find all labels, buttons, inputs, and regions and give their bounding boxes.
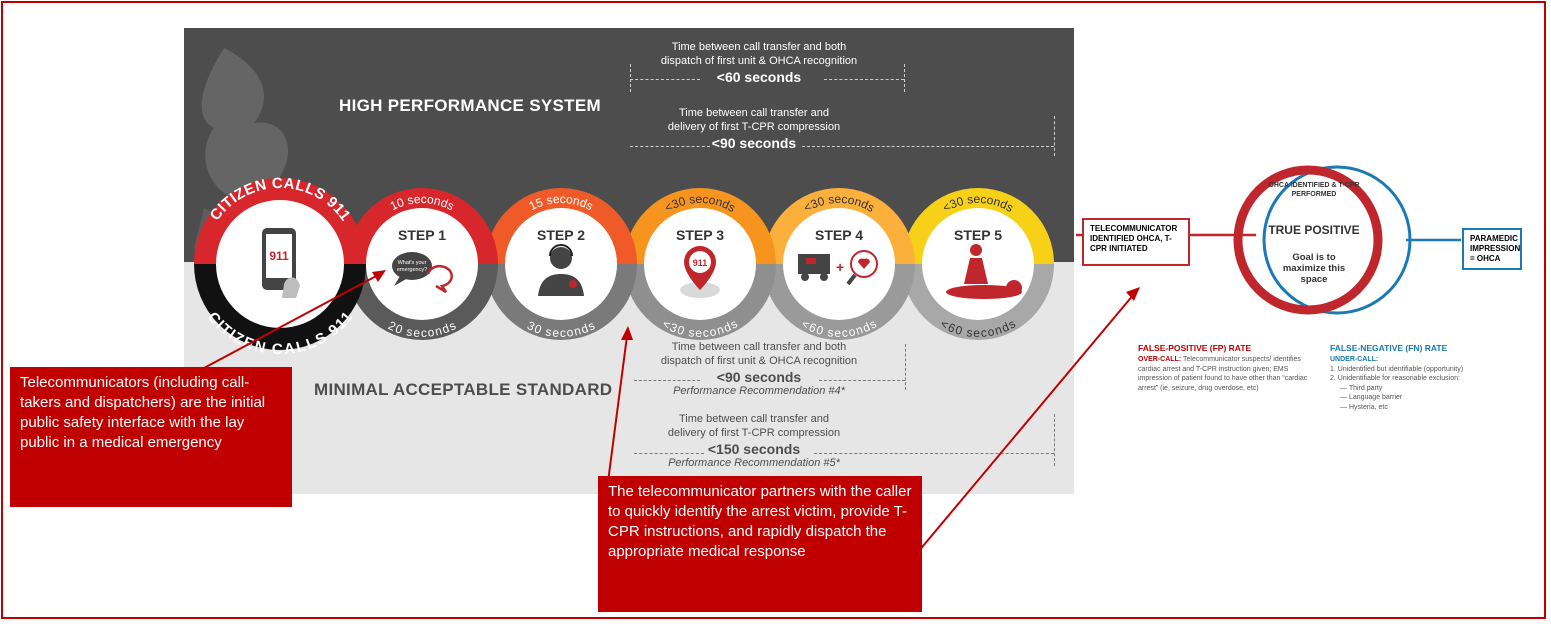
dash-tick [904, 64, 905, 92]
step-3-circle: <30 seconds <30 seconds STEP 3 911 [624, 188, 776, 340]
dash-tick [630, 64, 631, 92]
dash-tick [905, 344, 906, 390]
top-metric-recognition: Time between call transfer and both disp… [624, 40, 894, 84]
metric-line-1: Time between call transfer and both [671, 341, 847, 353]
partnership-callout: The telecommunicator partners with the c… [598, 476, 922, 612]
venn-center-top: OHCA IDENTIFIED & T-CPR PERFORMED [1268, 182, 1360, 198]
metric-line-2: delivery of first T-CPR compression [667, 427, 841, 439]
dash-line [634, 380, 700, 381]
speech-bubble-icon: What's your emergency? [392, 252, 453, 294]
high-performance-title: HIGH PERFORMANCE SYSTEM [339, 96, 601, 115]
paramedic-box: PARAMEDIC IMPRESSION = OHCA [1462, 228, 1522, 270]
metric-line-2: dispatch of first unit & OHCA recognitio… [660, 355, 858, 367]
dash-line [630, 146, 710, 147]
venn-goal: Goal is to maximize this space [1282, 252, 1346, 285]
telecommunicator-box: TELECOMMUNICATOR IDENTIFIED OHCA, T-CPR … [1082, 218, 1190, 266]
metric-value: <60 seconds [716, 69, 802, 85]
metric-value: <90 seconds [716, 369, 802, 385]
step-1-circle: 10 seconds 20 seconds STEP 1 What's your… [346, 188, 498, 340]
metric-line-2: dispatch of first unit & OHCA recognitio… [660, 55, 858, 67]
fn-item: 1. Unidentified but identifiable (opport… [1330, 365, 1464, 373]
bottom-metric-compression: Time between call transfer and delivery … [604, 412, 904, 470]
dispatcher-headset-icon [538, 244, 584, 296]
step-2-circle: 15 seconds 30 seconds STEP 2 [485, 188, 637, 340]
step-5-label: STEP 5 [954, 227, 1002, 243]
step-4-label: STEP 4 [815, 227, 863, 243]
false-negative-title: FALSE-NEGATIVE (FN) RATE [1330, 343, 1448, 353]
arrow-to-venn [917, 293, 1135, 553]
phone-icon: 911 [262, 228, 300, 298]
step-2-bottom-time: 30 seconds [525, 318, 597, 340]
svg-text:What's your: What's your [398, 260, 427, 266]
step-1-bottom-time: 20 seconds [386, 318, 458, 340]
metric-line-1: Time between call transfer and [679, 413, 829, 425]
over-call-label: OVER-CALL: [1138, 356, 1182, 363]
true-positive-label: TRUE POSITIVE [1268, 223, 1360, 237]
performance-recommendation: Performance Recommendation #5* [668, 457, 840, 469]
fn-item: — Third party [1340, 384, 1383, 392]
top-metric-compression: Time between call transfer and delivery … [604, 106, 904, 150]
dash-line [630, 79, 700, 80]
arrowhead-icon [372, 270, 386, 282]
step-2-top-time: 15 seconds [527, 192, 596, 213]
dash-line [802, 146, 1054, 147]
dash-tick [1054, 116, 1055, 156]
step-1-top-time: 10 seconds [388, 192, 457, 213]
metric-value: <90 seconds [711, 135, 797, 151]
step-4-circle: <30 seconds <60 seconds STEP 4 + [763, 188, 915, 340]
metric-line-1: Time between call transfer and [679, 107, 829, 119]
fn-item: — Hysteria, etc [1340, 403, 1388, 411]
step-5-circle: <30 seconds <60 seconds STEP 5 [902, 188, 1054, 340]
arrowhead-icon [1126, 287, 1140, 301]
fn-item: — Language barrier [1340, 394, 1403, 401]
bottom-metric-recognition: Time between call transfer and both disp… [614, 340, 904, 398]
dash-line [819, 380, 905, 381]
metric-line-1: Time between call transfer and both [671, 41, 847, 53]
performance-recommendation: Performance Recommendation #4* [673, 385, 845, 397]
dash-line [634, 453, 704, 454]
dash-line [824, 79, 904, 80]
arrow-to-step-3 [601, 335, 628, 529]
under-call-label: UNDER-CALL: [1330, 356, 1379, 363]
cpr-icon [946, 244, 1022, 299]
ambulance-heart-icon: + [798, 250, 878, 286]
svg-text:+: + [836, 259, 844, 275]
svg-text:emergency?: emergency? [397, 267, 427, 273]
steps-diagram: <30 seconds <60 seconds STEP 5 <30 secon… [194, 175, 1054, 358]
false-positive-body: Telecommunicator suspects/ identifies ca… [1138, 356, 1308, 392]
false-positive-title: FALSE-POSITIVE (FP) RATE [1138, 343, 1252, 353]
arrow-to-step-1 [203, 273, 381, 369]
arrowhead-icon [621, 326, 633, 340]
step-1-label: STEP 1 [398, 227, 446, 243]
false-negative-text: UNDER-CALL: 1. Unidentified but identifi… [1330, 355, 1510, 412]
false-positive-text: OVER-CALL: Telecommunicator suspects/ id… [1138, 355, 1310, 393]
map-pin-911-icon: 911 [680, 246, 720, 298]
timeline-infographic: HIGH PERFORMANCE SYSTEM MINIMAL ACCEPTAB… [184, 28, 1074, 494]
svg-text:911: 911 [269, 249, 289, 263]
step-3-label: STEP 3 [676, 227, 724, 243]
step-2-label: STEP 2 [537, 227, 585, 243]
fn-item: 2. Unidentifiable for reasonable exclusi… [1330, 375, 1460, 382]
telecommunicators-callout: Telecommunicators (including call-takers… [10, 367, 292, 507]
true-positive-venn: TELECOMMUNICATOR IDENTIFIED OHCA, T-CPR … [1076, 140, 1526, 440]
minimal-standard-title: MINIMAL ACCEPTABLE STANDARD [314, 380, 613, 399]
metric-line-2: delivery of first T-CPR compression [667, 121, 841, 133]
dash-line [814, 453, 1054, 454]
svg-text:911: 911 [693, 258, 708, 268]
metric-value: <150 seconds [707, 441, 801, 457]
dash-tick [1054, 414, 1055, 466]
